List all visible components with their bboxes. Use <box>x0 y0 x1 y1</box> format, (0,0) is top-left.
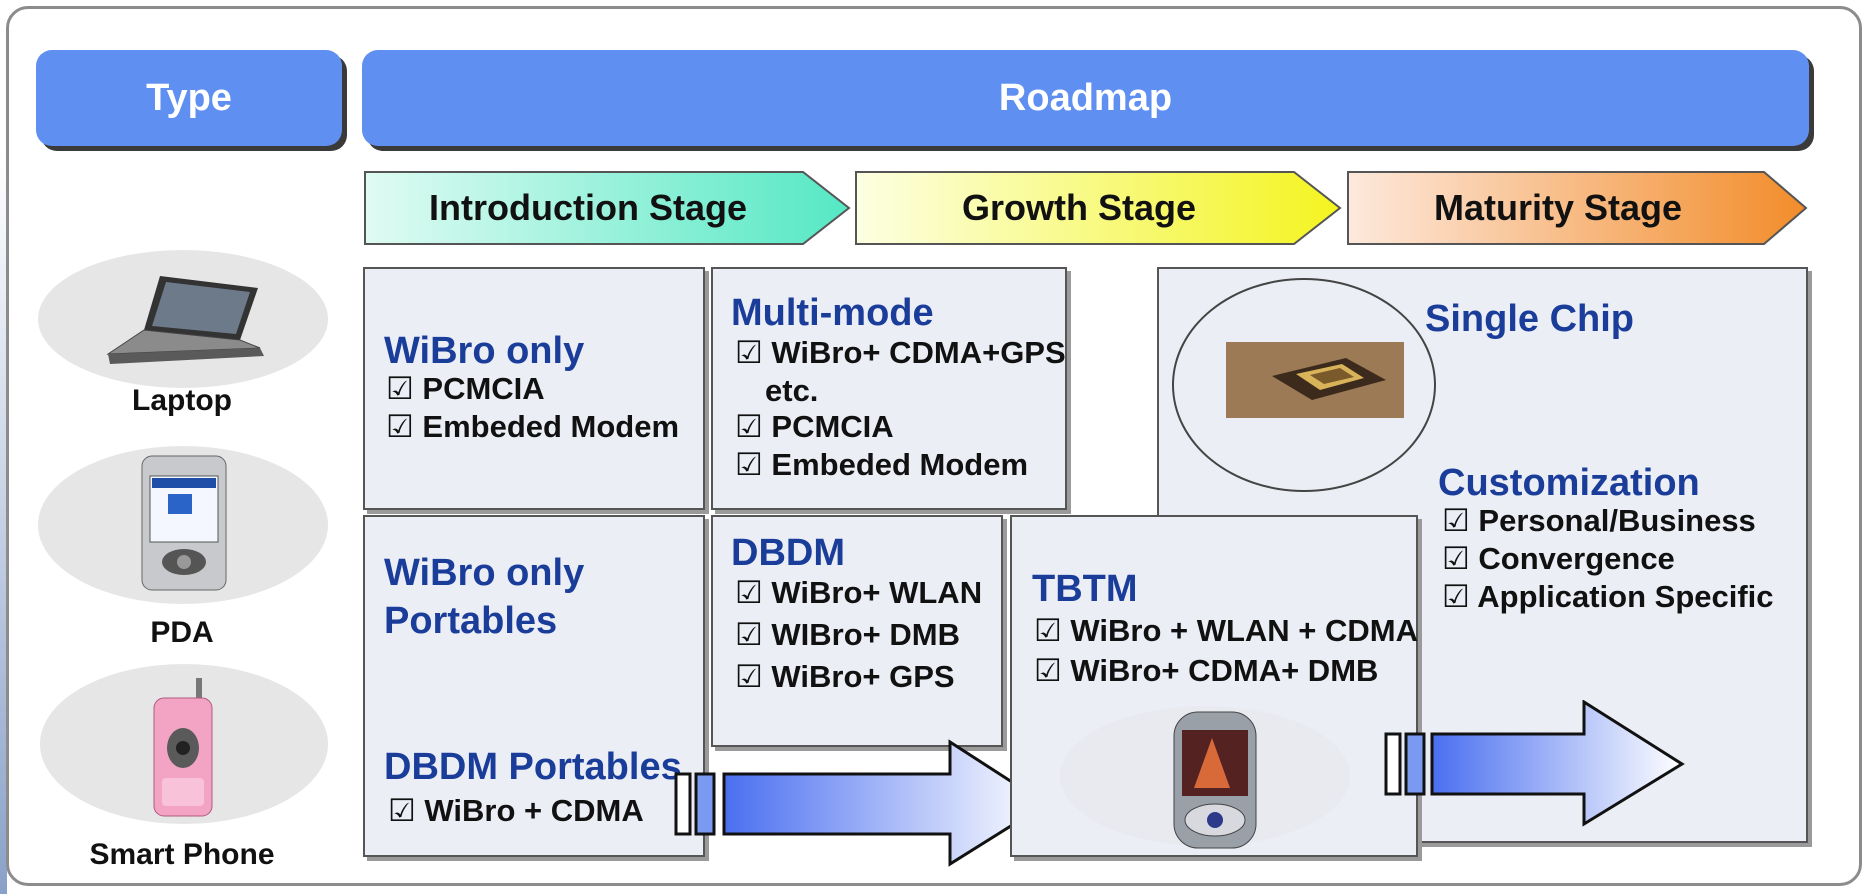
laptop-intro-title: WiBro only <box>384 330 585 372</box>
maturity-item-1: ☑ Personal/Business <box>1442 503 1756 538</box>
multi-mode-item-1: ☑ WiBro+ CDMA+GPS <box>735 335 1066 370</box>
stage-introduction-label: Introduction Stage <box>429 187 747 228</box>
type-header: Type <box>36 50 342 146</box>
transition-arrow-1 <box>674 739 1049 867</box>
device-label-pda: PDA <box>150 616 214 649</box>
portable-intro-item-1: ☑ WiBro + CDMA <box>388 793 644 828</box>
tbtm-title: TBTM <box>1032 568 1138 610</box>
laptop-intro-item-2: ☑ Embeded Modem <box>386 409 680 444</box>
portables-title-line1: WiBro only <box>384 552 585 594</box>
smartphone-icon <box>153 678 213 817</box>
tbtm-item-1: ☑ WiBro + WLAN + CDMA <box>1034 613 1419 648</box>
stage-introduction: Introduction Stage <box>363 170 853 246</box>
multi-mode-title: Multi-mode <box>731 292 934 334</box>
laptop-intro-item-1: ☑ PCMCIA <box>386 371 545 406</box>
maturity-item-2: ☑ Convergence <box>1442 541 1675 576</box>
dbdm-item-3: ☑ WiBro+ GPS <box>735 659 955 694</box>
maturity-item-3: ☑ Application Specific <box>1442 579 1774 614</box>
transition-arrow-2 <box>1384 700 1685 827</box>
stage-maturity: Maturity Stage <box>1346 170 1810 246</box>
customization-title: Customization <box>1438 462 1700 504</box>
roadmap-header: Roadmap <box>362 50 1809 146</box>
portables-title-line2: Portables <box>384 600 558 642</box>
stage-growth-arrow <box>855 171 1342 245</box>
stage-growth-label: Growth Stage <box>961 187 1197 228</box>
stage-growth: Growth Stage <box>854 170 1344 246</box>
laptop-icon <box>106 276 264 364</box>
tbtm-item-2: ☑ WiBro+ CDMA+ DMB <box>1034 653 1379 688</box>
stage-maturity-label: Maturity Stage <box>1433 187 1683 228</box>
chip-circle <box>1172 278 1436 492</box>
cell-dbdm <box>711 515 1003 747</box>
device-label-laptop: Laptop <box>132 384 232 417</box>
dbdm-portables-title: DBDM Portables <box>384 746 682 788</box>
pda-icon <box>141 455 227 591</box>
dbdm-title: DBDM <box>731 532 845 574</box>
phone-icon <box>1173 711 1257 849</box>
stage-maturity-arrow <box>1347 171 1808 245</box>
dbdm-item-1: ☑ WiBro+ WLAN <box>735 575 983 610</box>
multi-mode-item-4: ☑ Embeded Modem <box>735 447 1029 482</box>
cell-portable-intro <box>363 515 705 857</box>
side-strip <box>0 150 7 894</box>
cell-laptop-growth <box>711 267 1067 510</box>
cell-laptop-intro <box>363 267 705 510</box>
device-label-smartphone: Smart Phone <box>89 838 275 871</box>
dbdm-item-2: ☑ WIBro+ DMB <box>735 617 960 652</box>
multi-mode-item-3: ☑ PCMCIA <box>735 409 894 444</box>
stage-introduction-arrow <box>364 171 851 245</box>
chip-icon <box>1226 342 1404 418</box>
multi-mode-item-2: etc. <box>765 373 819 408</box>
single-chip-title: Single Chip <box>1425 298 1634 340</box>
